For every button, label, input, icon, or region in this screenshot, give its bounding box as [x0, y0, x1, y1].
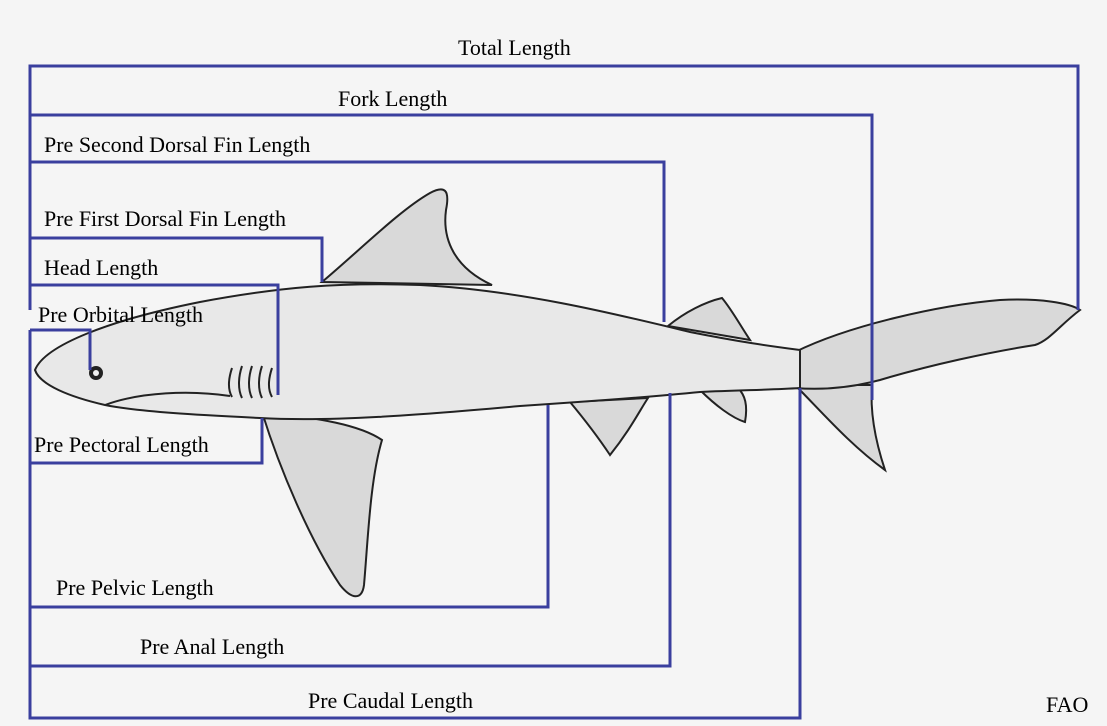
- pre-pectoral-label: Pre Pectoral Length: [34, 432, 209, 457]
- anal-fin: [700, 388, 746, 422]
- pre-first-dorsal-label: Pre First Dorsal Fin Length: [44, 206, 286, 231]
- fao-credit: FAO: [1046, 692, 1088, 717]
- shark-illustration: [35, 189, 1080, 596]
- pre-second-dorsal-label: Pre Second Dorsal Fin Length: [44, 132, 310, 157]
- pre-caudal-label: Pre Caudal Length: [308, 688, 473, 713]
- fork-length-label: Fork Length: [338, 86, 447, 111]
- total-length-bracket: [30, 66, 1078, 310]
- head-length-label: Head Length: [44, 255, 158, 280]
- pre-pelvic-label: Pre Pelvic Length: [56, 575, 214, 600]
- first-dorsal-fin: [322, 189, 492, 285]
- pelvic-fin: [570, 398, 648, 455]
- upper-caudal-lobe: [795, 300, 1080, 389]
- pectoral-fin: [262, 412, 382, 596]
- pre-orbital-label: Pre Orbital Length: [38, 302, 203, 327]
- pre-anal-label: Pre Anal Length: [140, 634, 284, 659]
- total-length-label: Total Length: [458, 35, 571, 60]
